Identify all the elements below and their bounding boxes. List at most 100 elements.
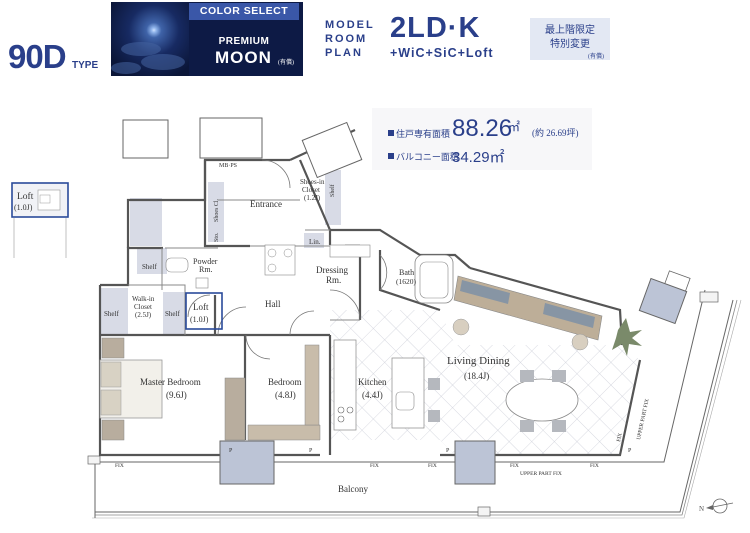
living-size: (18.4J) — [464, 371, 489, 381]
mbps-box — [122, 119, 169, 159]
bedroom-bed — [247, 424, 321, 441]
moon-note: (有償) — [278, 60, 294, 66]
bedroom-shelf — [304, 344, 320, 426]
p-label: P — [446, 448, 450, 454]
stool — [428, 410, 440, 422]
private-area-label-text: 住戸専有面積 — [396, 130, 451, 140]
square-bullet-icon — [388, 130, 394, 136]
master-bedroom-label: Master Bedroom — [140, 377, 201, 387]
bath-size: (1620) — [396, 277, 416, 286]
kitchen-label: Kitchen — [358, 377, 387, 387]
ottoman — [571, 333, 589, 351]
sofa-cushion — [460, 280, 510, 304]
dining-chair — [520, 420, 534, 432]
hall-label: Hall — [265, 299, 281, 309]
area-panel — [372, 108, 592, 170]
inset-loft-size: (1.0J) — [14, 203, 33, 212]
type-suffix: TYPE — [72, 60, 99, 71]
upper-fix-label-side: UPPER PART FIX — [636, 398, 651, 440]
private-area-unit: ㎡ — [508, 120, 521, 134]
cloud-shape — [141, 54, 185, 70]
bath-label: Bath — [399, 268, 414, 277]
walls — [98, 129, 642, 457]
washer — [264, 244, 296, 276]
north-label: N — [699, 505, 704, 513]
room-label: ROOM — [325, 33, 368, 45]
shoes-cl-fill — [208, 182, 224, 242]
powder-label-2: Rm. — [199, 265, 213, 274]
plan-label: PLAN — [325, 47, 363, 59]
shoes-closet-shelf — [325, 170, 341, 225]
toilet — [165, 257, 189, 273]
badge-line-1: 最上階限定 — [545, 25, 595, 36]
badge-line-2: 特別変更 — [550, 39, 590, 50]
column-box — [301, 121, 363, 179]
shoes-closet-size: (1.2J) — [304, 194, 321, 202]
stool — [428, 378, 440, 390]
wash-basin — [195, 277, 209, 289]
p-label: P — [229, 448, 233, 454]
top-floor-badge: 最上階限定 特別変更 (有償) — [530, 18, 610, 60]
p-label: P — [309, 448, 313, 454]
cloud-shape — [111, 62, 141, 74]
walkin-size: (2.5J) — [135, 311, 152, 319]
pillar — [638, 277, 688, 325]
desk — [224, 377, 246, 441]
shelf-label-shoes: Shelf — [329, 184, 336, 197]
ottoman — [452, 318, 470, 336]
stove-burner — [337, 406, 345, 414]
sto-label: Sto. — [214, 232, 220, 242]
kitchen-size: (4.4J) — [362, 390, 383, 400]
dining-table — [505, 378, 579, 422]
shoes-cl-label: Shoes Cl. — [214, 198, 220, 222]
fix-label: FIX — [590, 463, 599, 469]
moon-label: MOON — [215, 48, 272, 67]
linen-fill — [304, 233, 324, 248]
inset-loft-label: Loft — [17, 191, 34, 202]
private-area-value: 88.26 — [452, 115, 513, 142]
shelf-label: Shelf — [165, 310, 180, 318]
powder-label: Powder — [193, 257, 218, 266]
shoes-cl-shelf — [130, 198, 162, 246]
pillow — [100, 389, 122, 416]
pillow — [100, 361, 122, 388]
kitchen-island — [391, 357, 425, 429]
plant-icon — [612, 318, 642, 356]
master-bedroom-size: (9.6J) — [166, 390, 187, 400]
fix-label: FIX — [510, 463, 519, 469]
private-area-tsubo: (約 26.69坪) — [532, 128, 579, 138]
living-label: Living Dining — [447, 355, 510, 367]
p-label: P — [628, 448, 632, 454]
stove-burner — [337, 415, 345, 423]
badge-note: (有償) — [588, 54, 604, 60]
entrance-label: Entrance — [250, 199, 282, 209]
fix-label: FIX — [428, 463, 437, 469]
color-select-label: COLOR SELECT — [189, 3, 299, 20]
nightstand — [101, 337, 125, 359]
model-label: MODEL — [325, 19, 375, 31]
mbps-label: MB·PS — [219, 163, 237, 169]
balcony-area-value: 34.29㎡ — [452, 149, 505, 166]
loft-size: (1.0J) — [190, 315, 209, 324]
dressing-label: Dressing — [316, 265, 348, 275]
sink — [395, 391, 415, 411]
shelf-label: Shelf — [142, 263, 157, 271]
bedroom-size: (4.8J) — [275, 390, 296, 400]
stove-burner — [346, 406, 354, 414]
walkin-label-2: Closet — [134, 303, 152, 311]
plan-type-subtitle: +WiC+SiC+Loft — [390, 46, 494, 60]
shelf-fill — [100, 288, 128, 336]
loft-highlight — [185, 292, 223, 330]
linen-label: Lin. — [309, 238, 321, 246]
private-area-label: 住戸専有面積 — [388, 127, 450, 140]
balcony-area-label-text: バルコニー面積 — [396, 153, 459, 163]
fix-label: FIX — [370, 463, 379, 469]
plan-type-title: 2LD·K — [390, 12, 481, 44]
balcony-area-label: バルコニー面積 — [388, 150, 459, 163]
shoes-closet-label: Shoes-in — [300, 178, 325, 186]
fix-label-side: FIX — [616, 432, 624, 442]
pillar — [454, 440, 496, 485]
premium-label: PREMIUM — [218, 36, 270, 47]
loft-label: Loft — [193, 302, 209, 312]
sink-basin — [267, 248, 277, 258]
